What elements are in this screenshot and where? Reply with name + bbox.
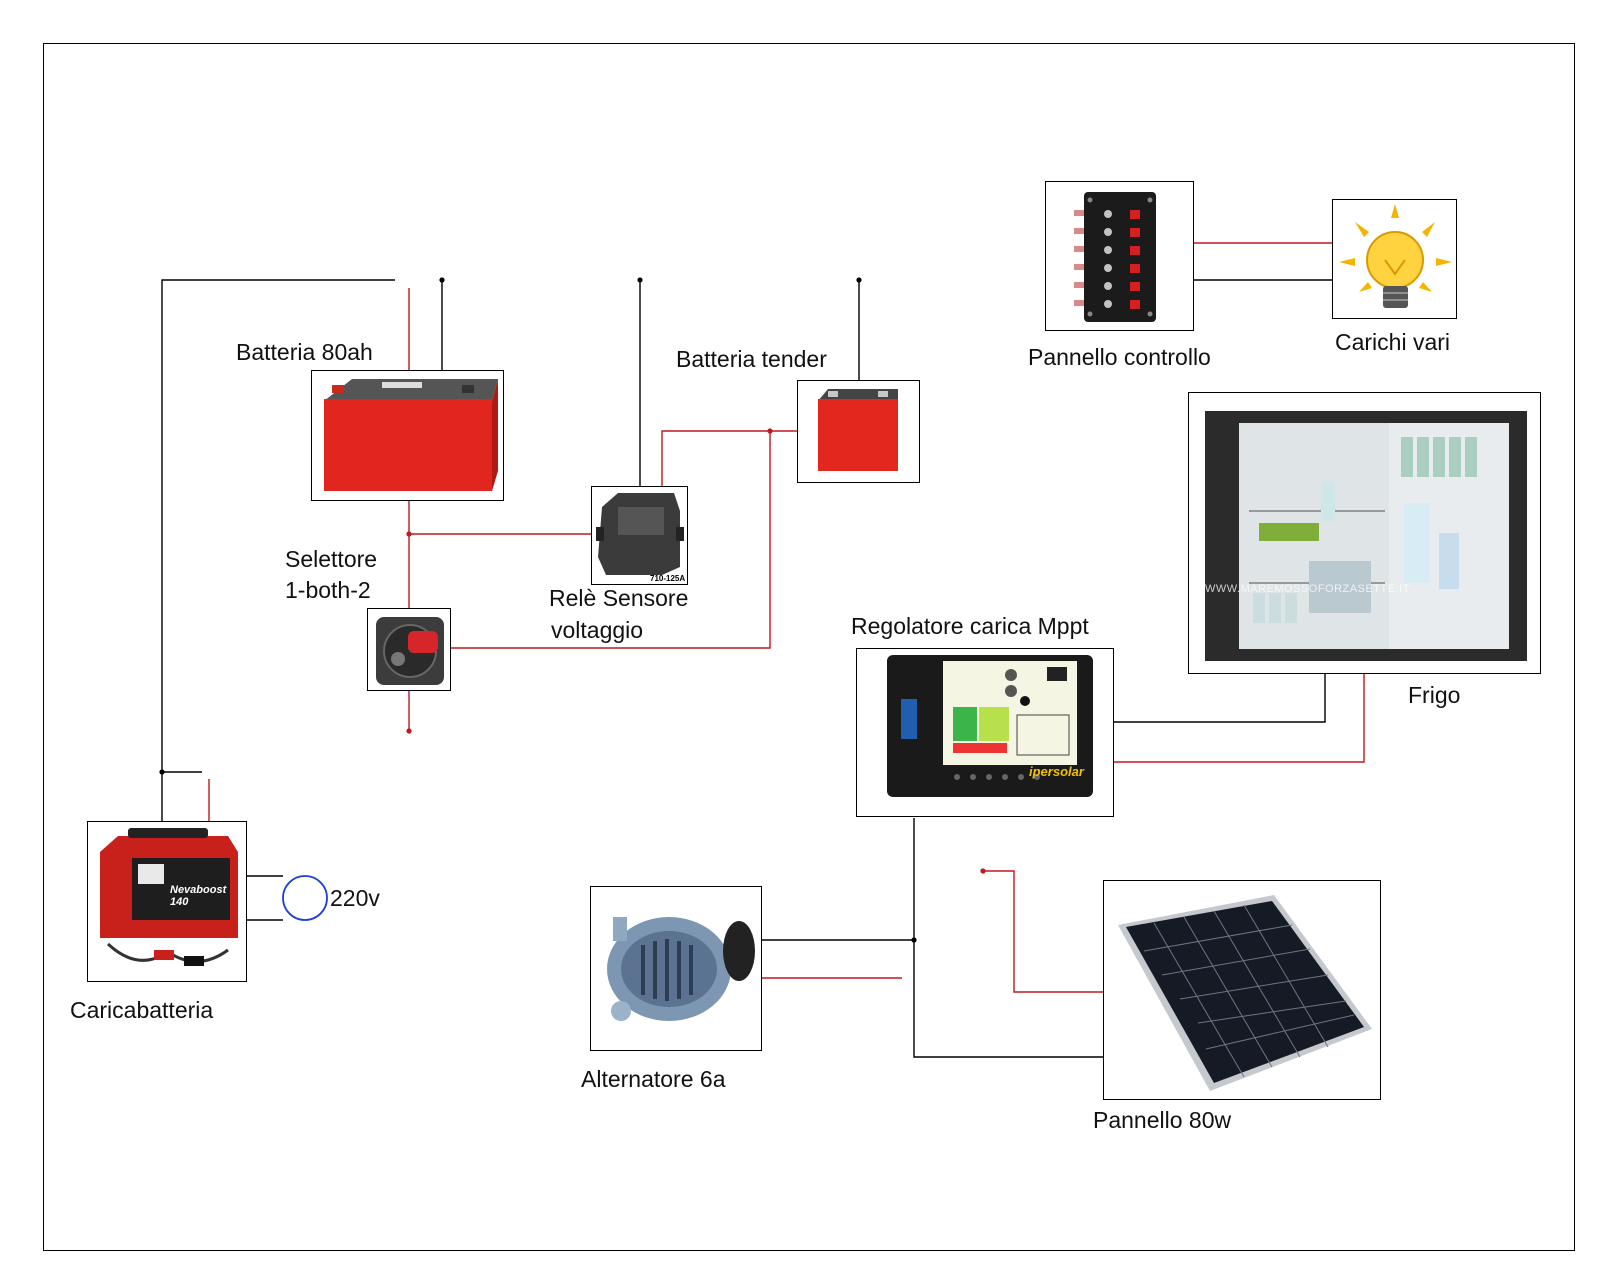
fridge-icon: [1205, 411, 1527, 661]
junction-dots: [159, 277, 917, 943]
relay-icon: [596, 493, 684, 575]
carichi-vari-box: [1332, 199, 1457, 319]
label-alternatore: Alternatore 6a: [581, 1066, 726, 1092]
caricabatteria-box: Nevaboost 140: [87, 821, 247, 982]
label-selettore-1: Selettore: [285, 546, 378, 572]
battery-icon: [818, 389, 898, 471]
label-220v: 220v: [330, 885, 380, 911]
alternator-icon: [607, 917, 755, 1021]
mppt-controller-icon: [887, 655, 1093, 797]
label-rele-sensore-1: Relè Sensore: [549, 585, 689, 611]
label-batteria-tender: Batteria tender: [676, 346, 827, 372]
frigo-box: WWW.MAREMOSSOFORZASETTE.IT: [1188, 392, 1541, 674]
batteria-80ah-box: [311, 370, 504, 501]
battery-switch-icon: [376, 617, 444, 685]
charger-brand: Nevaboost 140: [170, 884, 227, 908]
frigo-watermark: WWW.MAREMOSSOFORZASETTE.IT: [1205, 583, 1410, 595]
selettore-box: [367, 608, 451, 691]
pannello-solare-box: [1103, 880, 1381, 1100]
label-frigo: Frigo: [1408, 682, 1461, 708]
regolatore-mppt-box: ipersolar: [856, 648, 1114, 817]
batteria-tender-box: [797, 380, 920, 483]
solar-panel-icon: [1118, 895, 1372, 1091]
negative-wires: [161, 279, 1333, 1058]
diagram-frame: [43, 43, 1575, 1251]
label-regolatore: Regolatore carica Mppt: [851, 613, 1089, 639]
junction-dots-red: [406, 428, 986, 874]
relay-code: 710-125A: [650, 574, 686, 583]
label-caricabatteria: Caricabatteria: [70, 997, 214, 1023]
pannello-controllo-box: [1045, 181, 1194, 331]
label-rele-sensore-2: voltaggio: [551, 617, 644, 643]
label-batteria-80ah: Batteria 80ah: [236, 339, 373, 365]
ac-loop-icon: [282, 875, 328, 921]
mppt-brand: ipersolar: [1029, 764, 1084, 779]
rele-sensore-box: 710-125A: [591, 486, 688, 585]
label-pannello-solare: Pannello 80w: [1093, 1107, 1232, 1133]
battery-charger-icon: [100, 828, 238, 966]
battery-icon: [324, 379, 498, 491]
switch-panel-icon: [1074, 192, 1156, 322]
label-selettore-2: 1-both-2: [285, 577, 371, 603]
alternatore-box: [590, 886, 762, 1051]
label-carichi-vari: Carichi vari: [1335, 329, 1451, 355]
label-pannello-controllo: Pannello controllo: [1028, 344, 1211, 370]
light-bulb-icon: [1339, 204, 1452, 308]
